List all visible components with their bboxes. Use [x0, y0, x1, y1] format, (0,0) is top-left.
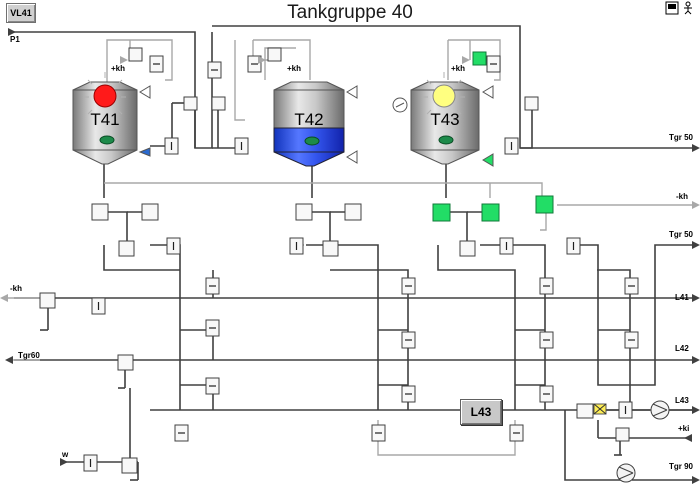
tgr60-label: Tgr60 [18, 351, 40, 360]
t43-alarm-lamp [423, 72, 465, 115]
page-title: Tankgruppe 40 [287, 2, 413, 23]
level-indicators [138, 85, 494, 167]
tgr90-label: Tgr 90 [669, 462, 694, 471]
valve-glyphs [89, 63, 635, 467]
plus-ki-label: +ki [678, 424, 690, 433]
active-valves[interactable] [432, 51, 554, 222]
flow-arrows [5, 28, 700, 484]
mixing-valve-icon[interactable] [593, 403, 607, 415]
flow-arrows-light [0, 56, 700, 302]
user-icon[interactable] [684, 1, 692, 15]
minus-kh-left-label: -kh [10, 284, 22, 293]
tgr50-top-label: Tgr 50 [669, 133, 694, 142]
l43-button[interactable]: L43 [460, 399, 502, 425]
w-label: w [62, 450, 69, 459]
kh-t43-label: +kh [451, 64, 466, 73]
p1-label: P1 [10, 35, 20, 44]
tank-t43-label: T43 [430, 110, 460, 129]
kh-t41-label: +kh [111, 64, 126, 73]
print-icon[interactable] [665, 1, 679, 15]
vl41-button[interactable]: VL41 [6, 3, 36, 23]
t43-agitator-icon [392, 97, 408, 113]
l43-right-label: L43 [675, 396, 689, 405]
pump-ki[interactable] [650, 400, 670, 420]
tank-t43[interactable] [410, 81, 480, 165]
pump-tgr90[interactable] [616, 463, 636, 483]
l42-label: L42 [675, 344, 689, 353]
kh-t42-label: +kh [287, 64, 302, 73]
tank-t42-label: T42 [294, 110, 324, 129]
tank-t41-label: T41 [90, 110, 120, 129]
l41-label: L41 [675, 293, 689, 302]
t41-alarm-lamp [84, 72, 126, 115]
tgr50-mid-label: Tgr 50 [669, 230, 694, 239]
minus-kh-right-label: -kh [676, 192, 688, 201]
tank-t42[interactable] [273, 81, 345, 167]
